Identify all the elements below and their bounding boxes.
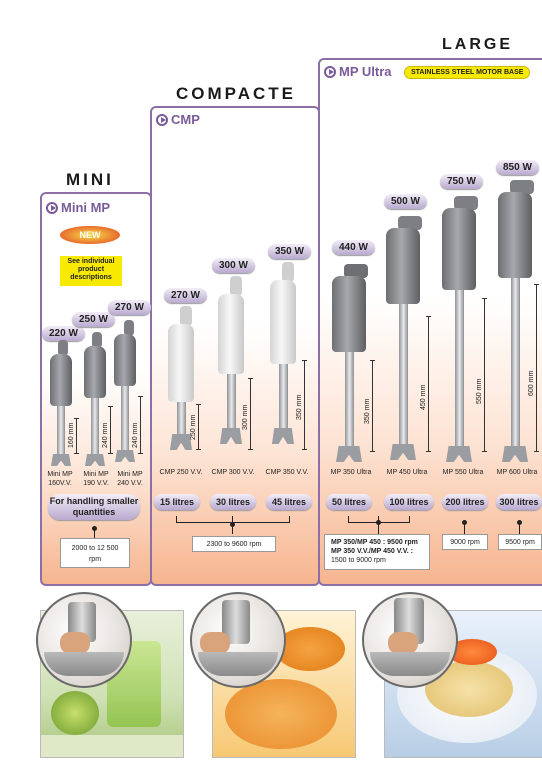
- dimension-line: [482, 298, 487, 452]
- tier-title-large: LARGE: [442, 36, 513, 53]
- model-label: Mini MP 160V.V.: [47, 471, 73, 487]
- soup-cup-shape: [275, 627, 345, 671]
- ultra-series-text: MP Ultra: [339, 64, 392, 79]
- litre-badge-200: 200 litres: [442, 494, 488, 510]
- litre-badge-300: 300 litres: [496, 494, 542, 510]
- connector-line: [519, 524, 520, 534]
- watt-badge-440: 440 W: [332, 240, 375, 255]
- cmp-series-label: CMP: [156, 112, 200, 127]
- dimension-line: [370, 360, 375, 452]
- ultra-600-rpm-box: 9500 rpm: [498, 534, 542, 550]
- model-label: CMP 350 V.V.: [265, 469, 309, 476]
- model-label: Mini MP 240 V.V.: [117, 471, 143, 487]
- arrow-circle-icon: [324, 65, 336, 78]
- watt-badge-250: 250 W: [72, 312, 115, 327]
- watt-badge-220: 220 W: [42, 326, 85, 341]
- dimension-label: 300 mm: [242, 404, 249, 430]
- mini-rpm-box: 2000 to 12 500 rpm: [60, 538, 130, 568]
- ultra-550-rpm-box: 9000 rpm: [442, 534, 488, 550]
- dimension-line: [74, 418, 79, 454]
- litre-badge-50: 50 litres: [326, 494, 372, 510]
- litre-badge-45: 45 litres: [266, 494, 312, 510]
- connector-line: [378, 524, 379, 534]
- watt-badge-500: 500 W: [384, 194, 427, 209]
- model-label: CMP 250 V.V.: [159, 469, 203, 476]
- mini-series-label: Mini MP: [46, 200, 110, 215]
- new-badge: NEW: [60, 226, 120, 244]
- connector-line: [232, 526, 233, 534]
- cmp-series-text: CMP: [171, 112, 200, 127]
- dimension-line: [108, 406, 113, 454]
- dimension-label: 160 mm: [68, 422, 75, 448]
- romanesco-shape: [51, 691, 99, 735]
- connector-line: [378, 516, 379, 522]
- cmp-rpm-box: 2300 to 9600 rpm: [192, 536, 276, 552]
- dimension-line: [426, 316, 431, 452]
- dimension-label: 240 mm: [102, 422, 109, 448]
- model-label: MP 550 Ultra: [442, 469, 484, 476]
- tier-title-compacte: COMPACTE: [176, 84, 297, 103]
- litre-badge-15: 15 litres: [154, 494, 200, 510]
- ultra-rpm-box: MP 350/MP 450 : 9500 rpm MP 350 V.V./MP …: [324, 534, 430, 570]
- rpm-line-1: MP 350/MP 450 : 9500 rpm: [331, 539, 418, 546]
- connector-dot: [376, 520, 381, 525]
- dimension-line: [138, 396, 143, 454]
- watt-badge-270: 270 W: [108, 300, 151, 315]
- watt-badge-850: 850 W: [496, 160, 539, 175]
- dimension-line: [302, 360, 307, 450]
- watt-badge-750: 750 W: [440, 174, 483, 189]
- dimension-line: [196, 404, 201, 450]
- dimension-label: 240 mm: [132, 422, 139, 448]
- dimension-label: 350 mm: [364, 398, 371, 424]
- dimension-line: [534, 284, 539, 452]
- rpm-line-3: 1500 to 9000 rpm: [331, 557, 386, 564]
- litre-badge-100: 100 litres: [384, 494, 434, 510]
- mini-series-text: Mini MP: [61, 200, 111, 215]
- table-surface: [41, 735, 183, 757]
- blender-zoom-circle: [362, 592, 458, 688]
- arrow-circle-icon: [156, 113, 168, 126]
- watt-badge-300: 300 W: [212, 258, 255, 273]
- tier-title-mini: MINI: [66, 170, 114, 189]
- connector-line: [464, 524, 465, 534]
- dimension-label: 250 mm: [190, 414, 197, 440]
- handling-badge: For handling smaller quantities: [48, 494, 140, 520]
- connector-dot: [230, 522, 235, 527]
- model-label: Mini MP 190 V.V.: [83, 471, 109, 487]
- connector-dot: [462, 520, 467, 525]
- connector-line: [94, 530, 95, 538]
- model-label: MP 450 Ultra: [386, 469, 428, 476]
- dimension-label: 550 mm: [476, 378, 483, 404]
- see-descriptions-note: See individual product descriptions: [60, 256, 122, 286]
- blender-zoom-circle: [190, 592, 286, 688]
- watt-badge-270: 270 W: [164, 288, 207, 303]
- model-label: CMP 300 V.V.: [211, 469, 255, 476]
- connector-line: [232, 516, 233, 524]
- ultra-series-label: MP Ultra: [324, 64, 392, 79]
- dimension-line: [248, 378, 253, 450]
- soup-bowl-shape: [225, 679, 337, 749]
- dimension-label: 600 mm: [528, 370, 535, 396]
- dimension-label: 350 mm: [296, 394, 303, 420]
- stainless-base-badge: STAINLESS STEEL MOTOR BASE: [404, 66, 531, 79]
- blender-zoom-circle: [36, 592, 132, 688]
- model-label: MP 350 Ultra: [330, 469, 372, 476]
- watt-badge-350: 350 W: [268, 244, 311, 259]
- connector-dot: [92, 526, 97, 531]
- connector-dot: [517, 520, 522, 525]
- arrow-circle-icon: [46, 201, 58, 214]
- rpm-line-2: MP 350 V.V./MP 450 V.V. :: [331, 548, 413, 555]
- litre-badge-30: 30 litres: [210, 494, 256, 510]
- dimension-label: 450 mm: [420, 384, 427, 410]
- model-label: MP 600 Ultra: [496, 469, 538, 476]
